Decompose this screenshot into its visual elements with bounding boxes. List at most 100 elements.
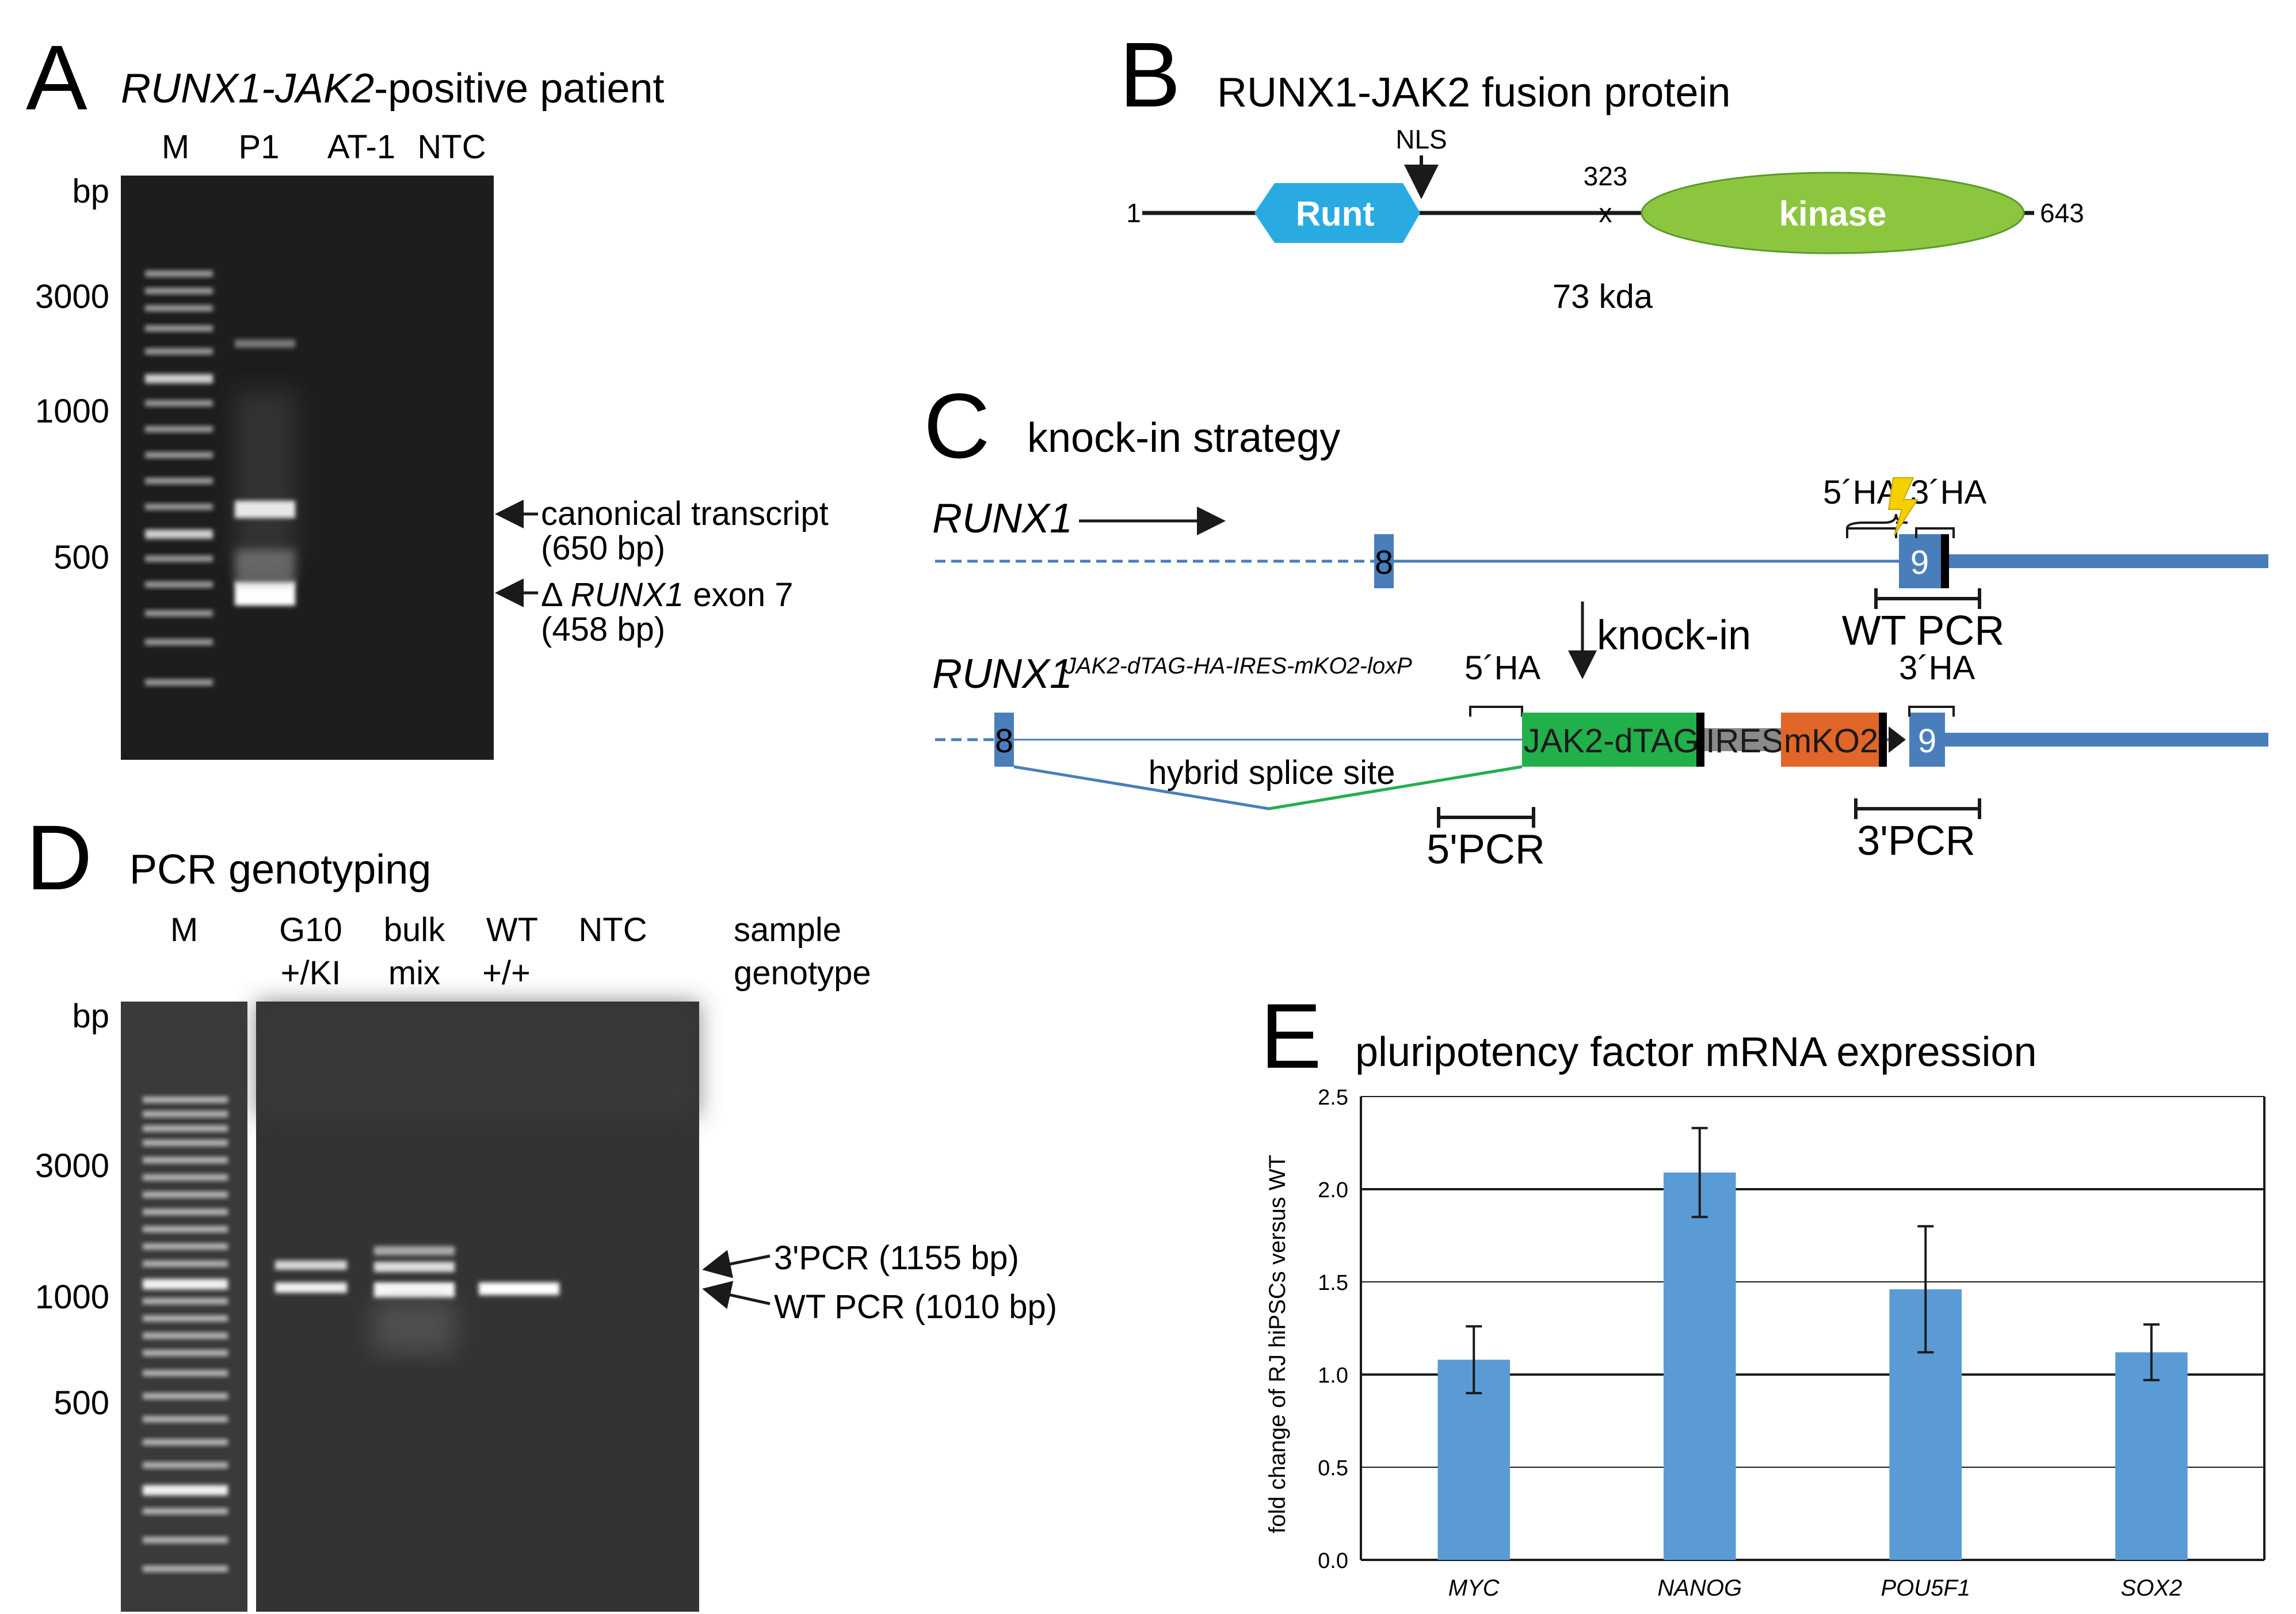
ladder-band <box>143 1192 228 1198</box>
chart-y-axis-label: fold change of RJ hiPSCs versus WT <box>1265 1155 1290 1533</box>
wt-utr <box>1949 554 2268 568</box>
d-gel-unit: bp <box>72 998 109 1035</box>
y-tick-label: 2.0 <box>1318 1178 1348 1202</box>
d-marker-3000: 3000 <box>35 1147 109 1185</box>
panel-b-title: RUNX1-JAK2 fusion protein <box>1217 70 1730 116</box>
panel-c: C knock-in strategy RUNX1 8 9 5´HA 3´HA … <box>924 374 2268 873</box>
d-geno-bulk: mix <box>388 954 440 992</box>
wt-exon-8 <box>1374 534 1394 588</box>
kinase-domain <box>1641 172 2025 254</box>
ladder-band <box>143 1209 228 1215</box>
bulk-lane <box>374 1246 455 1353</box>
d-sample-label: sample <box>734 911 841 949</box>
ladder-band <box>143 1508 228 1514</box>
g10-lane <box>275 1261 347 1293</box>
ki-exon-8 <box>994 713 1014 767</box>
d-genotype-label: genotype <box>734 954 871 992</box>
y-tick-label: 2.5 <box>1318 1086 1348 1110</box>
d-marker-1000: 1000 <box>35 1278 109 1316</box>
gene-wt-label: RUNX1 <box>932 496 1073 542</box>
ladder-band <box>145 325 213 332</box>
ires-cassette <box>1704 728 1785 751</box>
d-lane-g10: G10 <box>279 911 342 949</box>
ladder-band <box>143 1097 228 1103</box>
svg-text:canonical transcript: canonical transcript <box>541 495 829 532</box>
ladder-band <box>143 1243 228 1250</box>
nls-label: NLS <box>1395 124 1447 154</box>
panel-e-title: pluripotency factor mRNA expression <box>1355 1029 2037 1075</box>
y-tick-label: 1.5 <box>1318 1271 1348 1295</box>
ladder-band <box>143 1393 228 1399</box>
wt-5ha-label: 5´HA <box>1823 474 1899 511</box>
ki-3ha-label: 3´HA <box>1899 649 1975 687</box>
ladder-band <box>145 610 213 616</box>
y-tick-label: 1.0 <box>1318 1364 1348 1388</box>
panel-c-title: knock-in strategy <box>1027 415 1340 461</box>
ki-utr <box>1945 733 2268 747</box>
pos-junction: 323 <box>1584 161 1628 191</box>
annotation-3pcr: 3'PCR (1155 bp) <box>702 1239 1019 1278</box>
svg-text:9: 9 <box>1918 722 1936 760</box>
marker-3000: 3000 <box>35 278 109 315</box>
ladder-band <box>145 305 213 311</box>
ladder-band <box>143 1174 228 1181</box>
ladder-band <box>143 1315 228 1322</box>
ladder-band <box>143 1111 228 1117</box>
d-lane-wt: WT <box>486 911 538 949</box>
x-tick-label: MYC <box>1448 1575 1500 1601</box>
lane-label-m: M <box>162 128 189 166</box>
d-lane-m: M <box>170 911 198 949</box>
gel-unit: bp <box>72 173 109 210</box>
ladder-band <box>145 426 213 432</box>
pos-end: 643 <box>2040 198 2084 228</box>
ladder-band <box>143 1279 228 1289</box>
ki-3ha-brace <box>1908 706 1955 717</box>
x-tick-label: SOX2 <box>2120 1575 2182 1601</box>
ladder-band <box>145 639 213 645</box>
ladder-band <box>145 530 213 539</box>
panel-a: A RUNX1-JAK2-positive patient M P1 AT-1 … <box>26 26 829 760</box>
gene-ki-superscript: JAK2-dTAG-HA-IRES-mKO2-loxP <box>1064 653 1412 679</box>
ladder-band <box>143 1261 228 1267</box>
bar-nanog <box>1663 1173 1736 1560</box>
wt-3ha-label: 3´HA <box>1910 474 1986 511</box>
svg-text:mKO2: mKO2 <box>1784 722 1878 760</box>
lane-label-at1: AT-1 <box>327 128 395 166</box>
ladder-band <box>145 374 213 383</box>
d-geno-wt: +/+ <box>482 954 531 992</box>
svg-text:9: 9 <box>1910 544 1929 581</box>
panel-e: E pluripotency factor mRNA expression 0.… <box>1260 984 2266 1601</box>
ladder-band <box>143 1416 228 1422</box>
cut-site-bolt-icon <box>1887 477 1919 536</box>
svg-text:Δ RUNX1 exon 7: Δ RUNX1 exon 7 <box>541 576 794 614</box>
p1-lane <box>235 340 295 606</box>
panel-d-title: PCR genotyping <box>129 847 431 893</box>
pcr5-label: 5'PCR <box>1427 827 1545 873</box>
lane-label-p1: P1 <box>239 128 280 166</box>
x-tick-label: NANOG <box>1657 1575 1742 1601</box>
ladder-band <box>143 1333 228 1339</box>
annotation-wtpcr: WT PCR (1010 bp) <box>702 1281 1057 1326</box>
ladder-band <box>143 1370 228 1376</box>
runt-label: Runt <box>1296 195 1375 233</box>
runt-domain <box>1254 183 1420 243</box>
ladder-band <box>143 1485 228 1495</box>
chart-error-bars <box>1466 1126 2160 1395</box>
marker-500: 500 <box>54 539 109 576</box>
ladder-band <box>145 679 213 686</box>
ki-exon-9 <box>1909 713 1945 767</box>
svg-text:8: 8 <box>1375 544 1393 581</box>
chart-grid <box>1360 1096 2266 1561</box>
ladder-band <box>145 288 213 294</box>
svg-text:(458 bp): (458 bp) <box>541 611 665 648</box>
ki-5ha-brace <box>1469 706 1523 717</box>
d-lane-bulk: bulk <box>384 911 445 949</box>
panel-e-letter: E <box>1260 984 1322 1087</box>
ladder-band <box>143 1566 228 1572</box>
y-tick-label: 0.0 <box>1318 1549 1348 1573</box>
annotation-delta: Δ RUNX1 exon 7 (458 bp) <box>495 576 794 648</box>
ladder-band <box>143 1226 228 1232</box>
panel-a-title: RUNX1-JAK2-positive patient <box>121 66 664 112</box>
ladder-band <box>143 1125 228 1132</box>
